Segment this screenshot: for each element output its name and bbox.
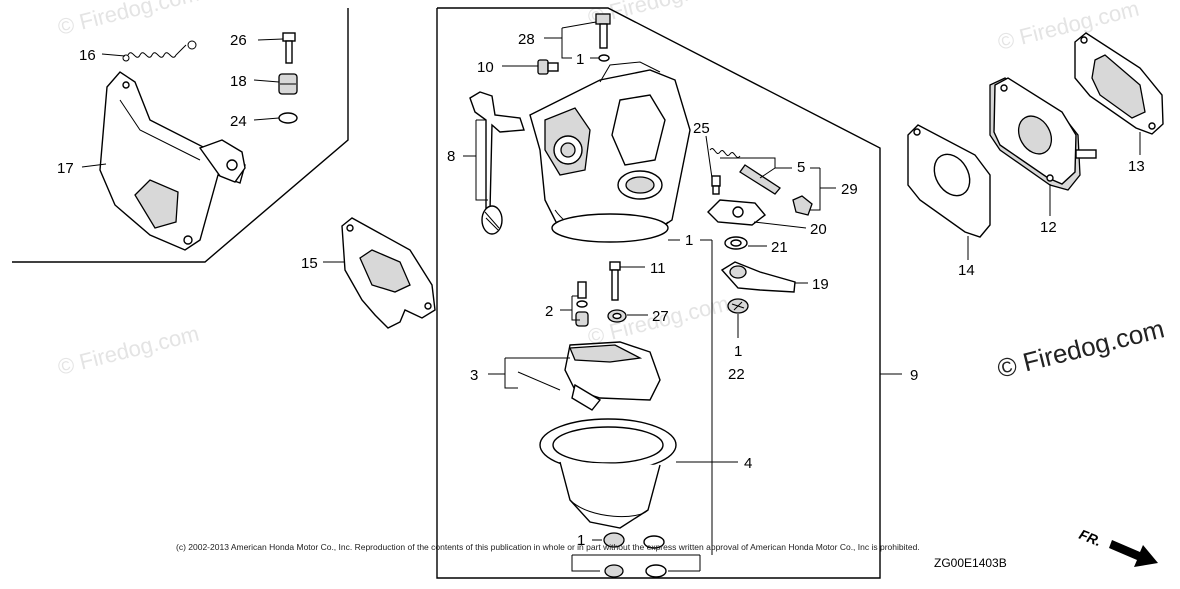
label-11: 11 bbox=[650, 260, 666, 277]
callout-labels: 16 17 26 18 24 15 28 1 10 8 25 5 29 20 1… bbox=[57, 31, 1145, 549]
label-8: 8 bbox=[447, 148, 455, 165]
label-13: 13 bbox=[1128, 158, 1145, 175]
watermark-top-left: © Firedog.com bbox=[55, 0, 201, 40]
float-chamber-4 bbox=[539, 418, 677, 529]
label-25: 25 bbox=[693, 120, 710, 137]
gasket-14 bbox=[907, 124, 991, 238]
o-ring-27 bbox=[607, 309, 627, 323]
jet-11 bbox=[609, 261, 621, 301]
label-24: 24 bbox=[230, 113, 247, 130]
bracket-17 bbox=[99, 71, 246, 251]
lever-19 bbox=[720, 261, 796, 293]
label-1-top: 1 bbox=[576, 51, 584, 68]
clip-24 bbox=[278, 112, 298, 124]
label-21: 21 bbox=[771, 239, 788, 256]
label-22: 22 bbox=[728, 366, 745, 383]
screw-28 bbox=[595, 13, 611, 62]
choke-lever-8 bbox=[469, 91, 525, 235]
screw-25 bbox=[711, 175, 721, 195]
float-valve-2 bbox=[575, 281, 589, 327]
label-20: 20 bbox=[810, 221, 827, 238]
cap-29 bbox=[792, 195, 813, 216]
watermark-top-right: © Firedog.com bbox=[995, 0, 1141, 55]
label-17: 17 bbox=[57, 160, 74, 177]
label-12: 12 bbox=[1040, 219, 1057, 236]
insulator-12 bbox=[989, 77, 1097, 191]
label-28: 28 bbox=[518, 31, 535, 48]
watermark-large-right: © Firedog.com bbox=[994, 313, 1167, 383]
spring-16 bbox=[122, 40, 197, 62]
label-27: 27 bbox=[652, 308, 669, 325]
label-16: 16 bbox=[79, 47, 96, 64]
front-arrow-icon bbox=[1109, 540, 1158, 567]
washer-21 bbox=[724, 236, 748, 250]
front-direction-indicator: FR. bbox=[1077, 526, 1158, 567]
label-19: 19 bbox=[812, 276, 829, 293]
copyright-notice: (c) 2002-2013 American Honda Motor Co., … bbox=[176, 542, 920, 552]
lever-panel-frame bbox=[12, 8, 349, 263]
leader-lines bbox=[81, 21, 1141, 572]
label-10: 10 bbox=[477, 59, 494, 76]
label-29: 29 bbox=[841, 181, 858, 198]
screw-26 bbox=[282, 32, 296, 64]
label-1-bottom: 1 bbox=[577, 532, 585, 549]
front-direction-label: FR. bbox=[1077, 526, 1104, 549]
drain-bolt bbox=[603, 532, 625, 578]
label-14: 14 bbox=[958, 262, 975, 279]
diagram-code: ZG00E1403B bbox=[934, 556, 1007, 570]
gasket-13 bbox=[1074, 32, 1164, 135]
label-1-mid: 1 bbox=[685, 232, 693, 249]
label-5: 5 bbox=[797, 159, 805, 176]
screw-10 bbox=[537, 59, 559, 75]
watermark-mid-left: © Firedog.com bbox=[55, 321, 201, 380]
label-26: 26 bbox=[230, 32, 247, 49]
float-3 bbox=[517, 341, 661, 411]
pilot-screw-5 bbox=[709, 148, 781, 195]
carburetor-frame bbox=[436, 7, 881, 579]
nut-18 bbox=[278, 73, 298, 95]
label-18: 18 bbox=[230, 73, 247, 90]
nut-22 bbox=[727, 298, 749, 314]
label-9: 9 bbox=[910, 367, 918, 384]
carburetor-body bbox=[529, 61, 691, 243]
label-3: 3 bbox=[470, 367, 478, 384]
label-2: 2 bbox=[545, 303, 553, 320]
label-4: 4 bbox=[744, 455, 752, 472]
plate-20 bbox=[707, 199, 767, 226]
label-15: 15 bbox=[301, 255, 318, 272]
gasket-15 bbox=[341, 217, 436, 329]
bolt-washer bbox=[643, 535, 667, 578]
label-1-22: 1 bbox=[734, 343, 742, 360]
